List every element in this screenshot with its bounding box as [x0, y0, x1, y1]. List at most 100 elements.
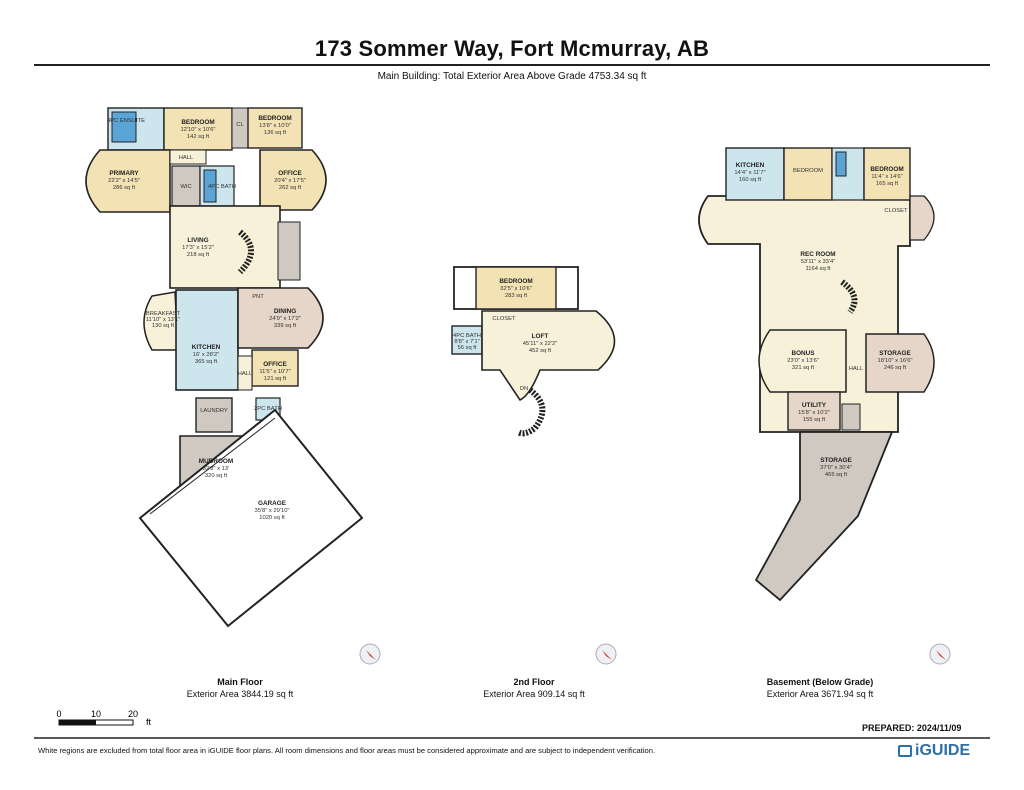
room-name-second-bedroom: BEDROOM: [499, 278, 532, 285]
bedroom-room-1: [163, 107, 233, 151]
page-subtitle: Main Building: Total Exterior Area Above…: [377, 71, 647, 82]
scale-unit: ft: [146, 717, 152, 727]
ensuite-tub: [111, 111, 137, 143]
room-name-second-bath: 4PC BATH: [453, 333, 481, 339]
room-dim-second-bath: 8'8" x 7'1": [454, 339, 479, 345]
label-hall: HALL: [179, 155, 194, 161]
prepared-date: PREPARED: 2024/11/09: [862, 723, 962, 733]
caption-basement-name: Basement (Below Grade): [766, 677, 874, 687]
room-name-garage: GARAGE: [258, 500, 287, 507]
living-closet: [277, 221, 301, 281]
iguide-logo-icon: [898, 745, 912, 757]
garage-door-line: [149, 417, 276, 515]
bath-tub: [203, 169, 217, 203]
room-area-breakfast: 130 sq ft: [152, 323, 175, 329]
room-dim-second-bedroom: 32'5" x 10'6": [500, 286, 532, 292]
living-room: [169, 205, 281, 289]
scale-tick-10: 10: [91, 709, 101, 719]
room-name-utility: UTILITY: [802, 402, 827, 409]
room-name-living: LIVING: [187, 237, 208, 244]
room-name-storage-2: STORAGE: [820, 457, 852, 464]
office-room-1: [259, 149, 327, 211]
room-area-storage-1: 246 sq ft: [884, 365, 907, 371]
room-dim-kitchen: 16' x 28'2": [193, 352, 220, 358]
room-dim-bedroom-2: 13'8" x 10'0": [259, 123, 291, 129]
room-name-dining: DINING: [274, 308, 296, 315]
label-pnt: PNT: [252, 294, 264, 300]
room-name-loft: LOFT: [532, 333, 549, 340]
room-area-mudroom: 320 sq ft: [205, 473, 228, 479]
room-area-loft: 452 sq ft: [529, 348, 552, 354]
primary-room: [85, 149, 171, 213]
room-name-kitchen: KITCHEN: [192, 344, 221, 351]
main-stair: [237, 229, 254, 275]
hall-room: [169, 149, 207, 165]
brand-logo: iGUIDE: [898, 742, 970, 760]
room-name-bedroom-2: BEDROOM: [258, 115, 291, 122]
basement-plan: KITCHEN 14'4" x 11'7" 160 sq ft BEDROOM …: [698, 147, 935, 602]
room-name-basement-bedroom-1: BEDROOM: [793, 168, 823, 174]
room-dim-bedroom-1: 12'10" x 10'6": [180, 127, 215, 133]
room-name-office-2: OFFICE: [263, 361, 287, 368]
label-wic: WIC: [180, 184, 191, 190]
garage-room: [138, 408, 364, 628]
room-dim-loft: 45'11" x 22'2": [523, 341, 558, 347]
room-name-bedroom-1: BEDROOM: [181, 119, 214, 126]
caption-basement: Basement (Below Grade) Exterior Area 367…: [720, 676, 920, 700]
room-name-mudroom: MUDROOM: [199, 458, 233, 465]
label-second-closet: CLOSET: [492, 316, 516, 322]
room-dim-office-1: 20'4" x 17'5": [274, 178, 306, 184]
label-bath: 4PC BATH: [208, 184, 236, 190]
room-area-dining: 339 sq ft: [274, 323, 297, 329]
room-area-bedroom-1: 142 sq ft: [187, 134, 210, 140]
compass-main: [359, 643, 381, 665]
title-rule: [34, 64, 990, 66]
room-area-bedroom-2: 136 sq ft: [264, 130, 287, 136]
room-dim-basement-bedroom-2: 11'4" x 14'6": [871, 174, 902, 180]
room-dim-storage-1: 18'10" x 16'6": [877, 358, 912, 364]
room-dim-storage-2: 37'0" x 30'4": [820, 465, 852, 471]
page-title: 173 Sommer Way, Fort Mcmurray, AB: [314, 36, 710, 61]
closet-room: [231, 107, 249, 149]
room-dim-primary: 22'2" x 14'5": [108, 178, 140, 184]
scale-bar-graphic: 0 10 20 ft: [56, 709, 152, 727]
storage-room-2: [754, 431, 894, 602]
caption-basement-area: Exterior Area 3671.94 sq ft: [766, 689, 874, 699]
basement-stair: [840, 279, 858, 314]
room-dim-mudroom: 32'8" x 13': [203, 466, 230, 472]
room-area-utility: 155 sq ft: [803, 417, 826, 423]
room-name-rec: REC ROOM: [800, 251, 835, 258]
label-cl: CL: [236, 122, 244, 128]
kitchen-room: [175, 289, 239, 391]
label-hall-2: HALL: [238, 371, 253, 377]
caption-second-floor: 2nd Floor Exterior Area 909.14 sq ft: [434, 676, 634, 700]
disclaimer-text: White regions are excluded from total fl…: [38, 746, 656, 755]
scale-tick-20: 20: [128, 709, 138, 719]
scale-bar: 0 10 20 ft: [56, 708, 166, 737]
room-area-kitchen: 365 sq ft: [195, 359, 218, 365]
laundry-room: [195, 397, 233, 433]
room-dim-living: 17'3" x 15'2": [182, 245, 214, 251]
compass-second: [595, 643, 617, 665]
basement-bedroom-room-1: [783, 147, 833, 201]
room-dim-garage: 35'8" x 29'10": [254, 508, 289, 514]
bedroom-room-2: [247, 107, 303, 149]
room-area-garage: 1020 sq ft: [259, 515, 285, 521]
room-name-storage-1: STORAGE: [879, 350, 911, 357]
caption-second-floor-area: Exterior Area 909.14 sq ft: [483, 689, 585, 699]
label-basement-closet: CLOSET: [884, 208, 908, 214]
basement-bedroom-room-2: [863, 147, 911, 201]
label-bath2: 2PC BATH: [254, 406, 282, 412]
dining-room: [237, 287, 324, 349]
room-dim-basement-kitchen: 14'4" x 11'7": [734, 170, 765, 176]
scale-tick-0: 0: [56, 709, 61, 719]
room-area-living: 218 sq ft: [187, 252, 210, 258]
room-area-second-bedroom: 283 sq ft: [505, 293, 528, 299]
room-name-bonus: BONUS: [791, 350, 815, 357]
label-ensuite: 4PC ENSUITE: [107, 118, 145, 124]
room-dim-breakfast: 11'10" x 13'1": [146, 317, 181, 323]
second-bedroom-room: [475, 266, 557, 310]
caption-main-floor-area: Exterior Area 3844.19 sq ft: [186, 689, 294, 699]
room-dim-office-2: 11'5" x 10'7": [259, 369, 290, 375]
